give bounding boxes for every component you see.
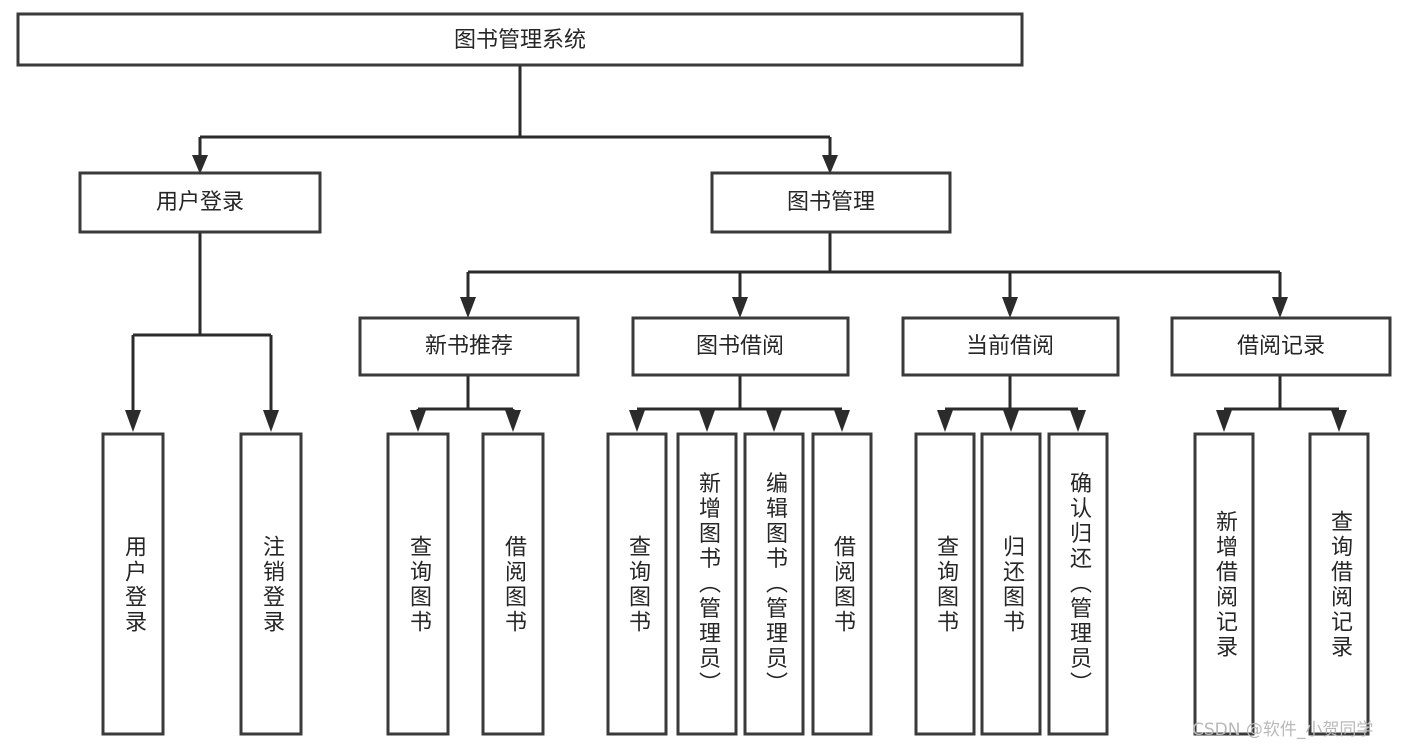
leaf-add-book-admin[interactable]: 新增图书（管理员） [676, 432, 738, 736]
leaf-query-book-2-label: 查询图书 [625, 535, 651, 635]
node-new-book-recommend-box[interactable] [358, 316, 580, 377]
node-current-borrow-box[interactable] [901, 316, 1120, 377]
arrow-leaf-query-book-3 [937, 410, 953, 432]
node-book-borrow[interactable]: 图书借阅 [631, 316, 850, 377]
leaf-query-book-2[interactable]: 查询图书 [606, 432, 668, 736]
node-root-label: 图书管理系统 [454, 28, 586, 53]
arrow-leaf-add-record [1216, 410, 1232, 432]
leaf-query-borrow-record[interactable]: 查询借阅记录 [1308, 432, 1370, 736]
leaf-user-login-box[interactable] [101, 432, 165, 736]
leaf-edit-book-admin-label: 编辑图书（管理员） [762, 472, 788, 697]
arrow-to-borrow-book [732, 297, 748, 318]
arrow-leaf-edit-book [766, 410, 782, 432]
leaf-confirm-return-admin-label: 确认归还（管理员） [1066, 472, 1092, 697]
leaf-borrow-book-1-label: 借阅图书 [501, 535, 527, 635]
arrow-leaf-add-book [699, 410, 715, 432]
leaf-add-borrow-record-label: 新增借阅记录 [1212, 510, 1238, 660]
leaf-query-book-1[interactable]: 查询图书 [386, 432, 450, 736]
leaf-edit-book-admin-box[interactable] [743, 432, 805, 736]
csdn-watermark: CSDN @软件_小贺同学 [1192, 720, 1373, 740]
leaf-query-book-3[interactable]: 查询图书 [914, 432, 976, 736]
node-book-management[interactable]: 图书管理 [710, 171, 952, 234]
leaf-logout[interactable]: 注销登录 [239, 432, 303, 736]
arrow-leaf-borrow-book-2 [834, 410, 850, 432]
node-book-management-box[interactable] [710, 171, 952, 234]
leaf-query-book-2-box[interactable] [606, 432, 668, 736]
leaf-query-borrow-record-box[interactable] [1308, 432, 1370, 736]
leaf-logout-label: 注销登录 [259, 535, 285, 635]
arrow-leaf-query-record [1331, 410, 1347, 432]
arrow-leaf-confirm-return [1070, 410, 1086, 432]
leaf-user-login-label: 用户登录 [121, 535, 147, 635]
arrow-leaf-query-book-2 [629, 410, 645, 432]
node-book-borrow-box[interactable] [631, 316, 850, 377]
node-borrow-record[interactable]: 借阅记录 [1170, 316, 1392, 377]
node-user-login-box[interactable] [78, 171, 322, 234]
leaf-user-login[interactable]: 用户登录 [101, 432, 165, 736]
leaf-borrow-book-1[interactable]: 借阅图书 [481, 432, 545, 736]
node-new-book-recommend[interactable]: 新书推荐 [358, 316, 580, 377]
leaf-borrow-book-1-box[interactable] [481, 432, 545, 736]
arrow-to-new-book [460, 297, 476, 318]
leaf-add-borrow-record-box[interactable] [1193, 432, 1255, 736]
leaf-query-book-1-box[interactable] [386, 432, 450, 736]
node-user-login-label: 用户登录 [156, 190, 244, 215]
leaf-borrow-book-2-label: 借阅图书 [830, 535, 856, 635]
arrow-to-current-borrow [1002, 297, 1018, 318]
leaf-return-book-box[interactable] [980, 432, 1042, 736]
arrow-leaf-user-login [125, 410, 141, 432]
leaf-return-book-label: 归还图书 [999, 535, 1025, 635]
leaf-add-book-admin-label: 新增图书（管理员） [695, 472, 721, 697]
arrow-leaf-borrow-book-1 [505, 410, 521, 432]
arrow-to-borrow-record [1272, 297, 1288, 318]
arrow-to-user-login [192, 155, 208, 174]
leaf-add-book-admin-box[interactable] [676, 432, 738, 736]
leaf-return-book[interactable]: 归还图书 [980, 432, 1042, 736]
node-borrow-record-box[interactable] [1170, 316, 1392, 377]
node-current-borrow-label: 当前借阅 [966, 334, 1054, 359]
leaf-add-borrow-record[interactable]: 新增借阅记录 [1193, 432, 1255, 736]
leaf-query-borrow-record-label: 查询借阅记录 [1327, 510, 1353, 660]
arrow-to-book-mgmt [822, 155, 838, 174]
arrow-leaf-logout [263, 410, 279, 432]
leaf-query-book-3-label: 查询图书 [933, 535, 959, 635]
leaf-confirm-return-admin-box[interactable] [1047, 432, 1109, 736]
leaf-borrow-book-2[interactable]: 借阅图书 [811, 432, 873, 736]
leaf-query-book-3-box[interactable] [914, 432, 976, 736]
node-new-book-recommend-label: 新书推荐 [425, 334, 513, 359]
leaf-borrow-book-2-box[interactable] [811, 432, 873, 736]
node-borrow-record-label: 借阅记录 [1237, 334, 1325, 359]
node-root-box[interactable] [16, 12, 1024, 67]
arrow-leaf-query-book-1 [410, 410, 426, 432]
node-user-login[interactable]: 用户登录 [78, 171, 322, 234]
connector-layer [125, 65, 1347, 432]
node-current-borrow[interactable]: 当前借阅 [901, 316, 1120, 377]
leaf-query-book-1-label: 查询图书 [406, 535, 432, 635]
arrow-leaf-return-book [1003, 410, 1019, 432]
node-book-management-label: 图书管理 [787, 190, 875, 215]
node-root-system[interactable]: 图书管理系统 [16, 12, 1024, 67]
node-book-borrow-label: 图书借阅 [696, 334, 784, 359]
leaf-logout-box[interactable] [239, 432, 303, 736]
leaf-confirm-return-admin[interactable]: 确认归还（管理员） [1047, 432, 1109, 736]
leaf-edit-book-admin[interactable]: 编辑图书（管理员） [743, 432, 805, 736]
